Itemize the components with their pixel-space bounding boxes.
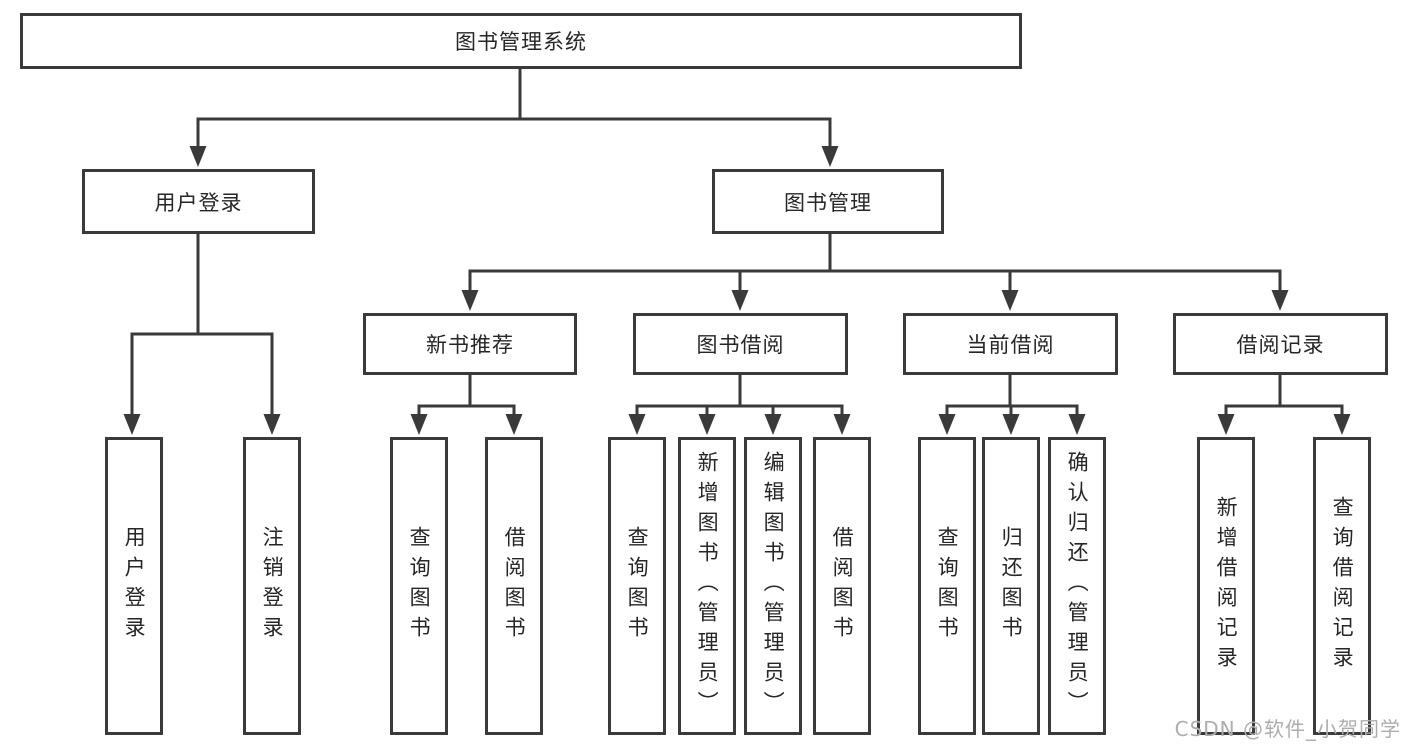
leaf-add-borrow-record-label: 新增借阅记录 xyxy=(1214,496,1239,676)
node-book-borrowing: 图书借阅 xyxy=(633,313,848,375)
node-current-borrowing-label: 当前借阅 xyxy=(966,333,1055,357)
leaf-confirm-return-admin-label: 确认归还（管理员） xyxy=(1065,451,1090,721)
csdn-watermark: CSDN @软件_小贺同学 xyxy=(1174,717,1401,741)
leaf-return-books-label: 归还图书 xyxy=(999,526,1024,646)
leaf-query-books-recommend-label: 查询图书 xyxy=(407,526,432,646)
node-book-borrowing-label: 图书借阅 xyxy=(696,333,785,357)
leaf-add-books-admin-label: 新增图书（管理员） xyxy=(695,451,720,721)
leaf-borrow-books-borrowing: 借阅图书 xyxy=(813,437,871,735)
leaf-return-books: 归还图书 xyxy=(982,437,1040,735)
leaf-logout-login-label: 注销登录 xyxy=(260,526,285,646)
node-user-login-label: 用户登录 xyxy=(154,190,243,215)
node-book-management: 图书管理 xyxy=(712,169,944,234)
node-borrowing-records: 借阅记录 xyxy=(1173,313,1388,375)
node-new-book-recommendation: 新书推荐 xyxy=(363,313,577,375)
leaf-edit-books-admin-label: 编辑图书（管理员） xyxy=(761,451,786,721)
node-new-book-recommendation-label: 新书推荐 xyxy=(426,333,514,357)
leaf-query-books-borrowing-label: 查询图书 xyxy=(625,526,650,646)
leaf-user-login-label: 用户登录 xyxy=(122,526,147,646)
leaf-query-books-recommend: 查询图书 xyxy=(390,437,448,735)
leaf-borrow-books-borrowing-label: 借阅图书 xyxy=(830,526,855,646)
leaf-add-books-admin: 新增图书（管理员） xyxy=(678,437,736,735)
node-root-label: 图书管理系统 xyxy=(455,30,587,54)
leaf-confirm-return-admin: 确认归还（管理员） xyxy=(1048,437,1106,735)
leaf-borrow-books-recommend: 借阅图书 xyxy=(485,437,543,735)
node-user-login: 用户登录 xyxy=(82,169,315,234)
leaf-query-books-borrowing: 查询图书 xyxy=(608,437,666,735)
node-current-borrowing: 当前借阅 xyxy=(903,313,1118,375)
leaf-add-borrow-record: 新增借阅记录 xyxy=(1197,437,1255,735)
leaf-query-books-current-label: 查询图书 xyxy=(935,526,960,646)
leaf-query-borrow-record-label: 查询借阅记录 xyxy=(1330,496,1355,676)
leaf-user-login: 用户登录 xyxy=(105,437,163,735)
leaf-query-borrow-record: 查询借阅记录 xyxy=(1313,437,1371,735)
leaf-borrow-books-recommend-label: 借阅图书 xyxy=(502,526,527,646)
node-borrowing-records-label: 借阅记录 xyxy=(1236,333,1325,357)
leaf-edit-books-admin: 编辑图书（管理员） xyxy=(744,437,802,735)
leaf-logout-login: 注销登录 xyxy=(243,437,301,735)
leaf-query-books-current: 查询图书 xyxy=(918,437,976,735)
node-book-management-label: 图书管理 xyxy=(784,190,872,215)
node-root: 图书管理系统 xyxy=(20,13,1022,69)
